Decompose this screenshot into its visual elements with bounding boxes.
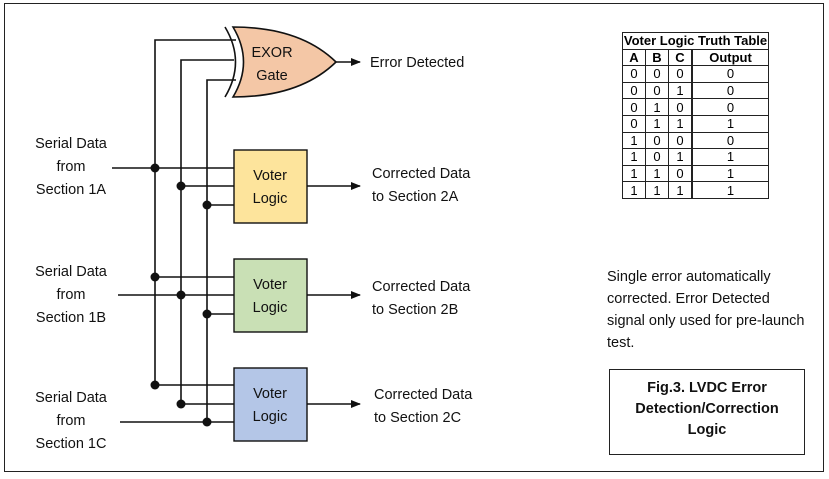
output-c-line1: Corrected Data bbox=[374, 387, 473, 403]
truth-table-cell: 0 bbox=[622, 81, 646, 100]
voter-logic-c: Voter Logic bbox=[233, 367, 308, 442]
input-label-1c: Serial Data from Section 1C bbox=[35, 390, 108, 452]
figure-caption-line2: Detection/Correction bbox=[635, 401, 779, 417]
truth-table-cell: 0 bbox=[645, 81, 669, 100]
input-label-1b: Serial Data from Section 1B bbox=[35, 264, 108, 326]
bus-wires bbox=[154, 39, 236, 422]
voter-a-label-line2: Logic bbox=[253, 191, 288, 207]
error-detected-label: Error Detected bbox=[370, 55, 464, 71]
figure-caption: Fig.3. LVDC Error Detection/Correction L… bbox=[609, 369, 805, 455]
voter-input-wires bbox=[112, 167, 234, 423]
svg-text:Serial Data: Serial Data bbox=[35, 390, 108, 406]
truth-table-cell: 1 bbox=[668, 114, 693, 133]
junction-dot bbox=[202, 309, 212, 319]
truth-table-cell: 0 bbox=[691, 98, 769, 116]
truth-table-header: C bbox=[668, 48, 693, 67]
voter-logic-a: Voter Logic bbox=[233, 149, 308, 224]
output-a-line1: Corrected Data bbox=[372, 166, 471, 182]
truth-table-cell: 0 bbox=[645, 148, 669, 166]
junction-dot bbox=[150, 272, 160, 282]
truth-table-cell: 1 bbox=[622, 164, 646, 183]
truth-table-cell: 0 bbox=[622, 65, 646, 83]
truth-table-cell: 0 bbox=[668, 65, 693, 83]
truth-table-cell: 1 bbox=[691, 114, 769, 133]
truth-table-cell: 0 bbox=[691, 131, 769, 150]
junction-dot bbox=[202, 200, 212, 210]
svg-text:Section 1C: Section 1C bbox=[36, 436, 107, 452]
truth-table-cell: 0 bbox=[645, 131, 669, 150]
truth-table-cell: 0 bbox=[622, 114, 646, 133]
output-a-line2: to Section 2A bbox=[372, 189, 459, 205]
truth-table-cell: 1 bbox=[645, 164, 669, 183]
truth-table-cell: 0 bbox=[645, 65, 669, 83]
truth-table-cell: 1 bbox=[622, 148, 646, 166]
note-text: Single error automatically corrected. Er… bbox=[607, 269, 805, 351]
truth-table-cell: 0 bbox=[622, 98, 646, 116]
truth-table-cell: 1 bbox=[691, 164, 769, 183]
svg-text:from: from bbox=[57, 413, 86, 429]
svg-text:Section 1A: Section 1A bbox=[36, 182, 106, 198]
junction-dot bbox=[150, 163, 160, 173]
truth-table-cell: 1 bbox=[668, 81, 693, 100]
truth-table-cell: 1 bbox=[622, 131, 646, 150]
junction-dot bbox=[150, 380, 160, 390]
output-b-line2: to Section 2B bbox=[372, 302, 458, 318]
truth-table-cell: 0 bbox=[691, 81, 769, 100]
junction-dot bbox=[176, 181, 186, 191]
truth-table-header: B bbox=[645, 48, 669, 67]
voter-b-label-line1: Voter bbox=[253, 277, 287, 293]
gate-label-line1: EXOR bbox=[251, 45, 292, 61]
svg-text:from: from bbox=[57, 287, 86, 303]
figure-caption-line1: Fig.3. LVDC Error bbox=[647, 380, 767, 396]
truth-table-cell: 1 bbox=[691, 148, 769, 166]
truth-table-cell: 1 bbox=[645, 114, 669, 133]
voter-a-label-line1: Voter bbox=[253, 168, 287, 184]
truth-table-cell: 0 bbox=[668, 131, 693, 150]
voter-c-label-line1: Voter bbox=[253, 386, 287, 402]
exor-gate: EXOR Gate bbox=[224, 26, 338, 98]
voter-b-label-line2: Logic bbox=[253, 300, 288, 316]
svg-text:Section 1B: Section 1B bbox=[36, 310, 106, 326]
truth-table-title: Voter Logic Truth Table bbox=[622, 32, 769, 50]
figure-caption-line3: Logic bbox=[687, 422, 727, 438]
truth-table-cell: 1 bbox=[645, 98, 669, 116]
voter-c-label-line2: Logic bbox=[253, 409, 288, 425]
junction-dot bbox=[176, 290, 186, 300]
truth-table-cell: 0 bbox=[691, 65, 769, 83]
truth-table-cell: 1 bbox=[645, 181, 669, 199]
truth-table-header: Output bbox=[691, 48, 769, 67]
truth-table-cell: 1 bbox=[668, 181, 693, 199]
junction-dot bbox=[176, 399, 186, 409]
output-b-line1: Corrected Data bbox=[372, 279, 471, 295]
junction-dot bbox=[202, 417, 212, 427]
voter-logic-b: Voter Logic bbox=[233, 258, 308, 333]
svg-text:from: from bbox=[57, 159, 86, 175]
truth-table-header: A bbox=[622, 48, 646, 67]
gate-label-line2: Gate bbox=[256, 68, 287, 84]
truth-table-cell: 1 bbox=[691, 181, 769, 199]
output-c-line2: to Section 2C bbox=[374, 410, 461, 426]
junction-dots bbox=[150, 163, 212, 427]
svg-text:Serial Data: Serial Data bbox=[35, 264, 108, 280]
svg-text:Serial Data: Serial Data bbox=[35, 136, 108, 152]
input-label-1a: Serial Data from Section 1A bbox=[35, 136, 108, 198]
truth-table-cell: 1 bbox=[622, 181, 646, 199]
truth-table-cell: 0 bbox=[668, 164, 693, 183]
truth-table-cell: 1 bbox=[668, 148, 693, 166]
truth-table-cell: 0 bbox=[668, 98, 693, 116]
figure-border bbox=[4, 3, 824, 472]
